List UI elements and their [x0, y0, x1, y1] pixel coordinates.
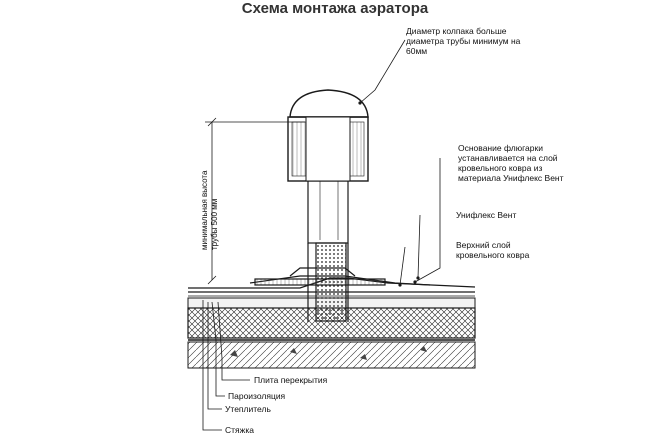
annotation-top-layer: Верхний слой кровельного ковра	[456, 240, 530, 260]
leader-screed	[202, 300, 222, 431]
aerator-cap	[287, 89, 369, 182]
annotation-base: Основание флюгарки устанавливается на сл…	[458, 143, 564, 183]
layer-label-screed: Стяжка	[225, 425, 254, 435]
annotation-uniflex: Унифлекс Вент	[456, 210, 517, 220]
annotation-cap-diameter: Диаметр колпака больше диаметра трубы ми…	[406, 26, 521, 56]
leader-uniflex	[417, 214, 421, 279]
leader-cap	[359, 39, 406, 104]
diagram-title: Схема монтажа аэратора	[241, 0, 429, 17]
layer-label-insulation: Утеплитель	[225, 404, 271, 414]
leader-base	[414, 158, 441, 283]
layer-label-slab: Плита перекрытия	[254, 375, 328, 385]
leader-vapour	[211, 301, 225, 397]
layer-label-vapour-barrier: Пароизоляция	[228, 391, 286, 401]
leader-lines	[202, 39, 441, 431]
min-height-dimension	[205, 117, 305, 285]
leader-top-layer	[399, 246, 406, 286]
leader-slab	[217, 301, 250, 381]
leader-insulation	[207, 302, 222, 410]
annotation-min-height: минимальная высота трубы 500 мм	[200, 170, 219, 250]
